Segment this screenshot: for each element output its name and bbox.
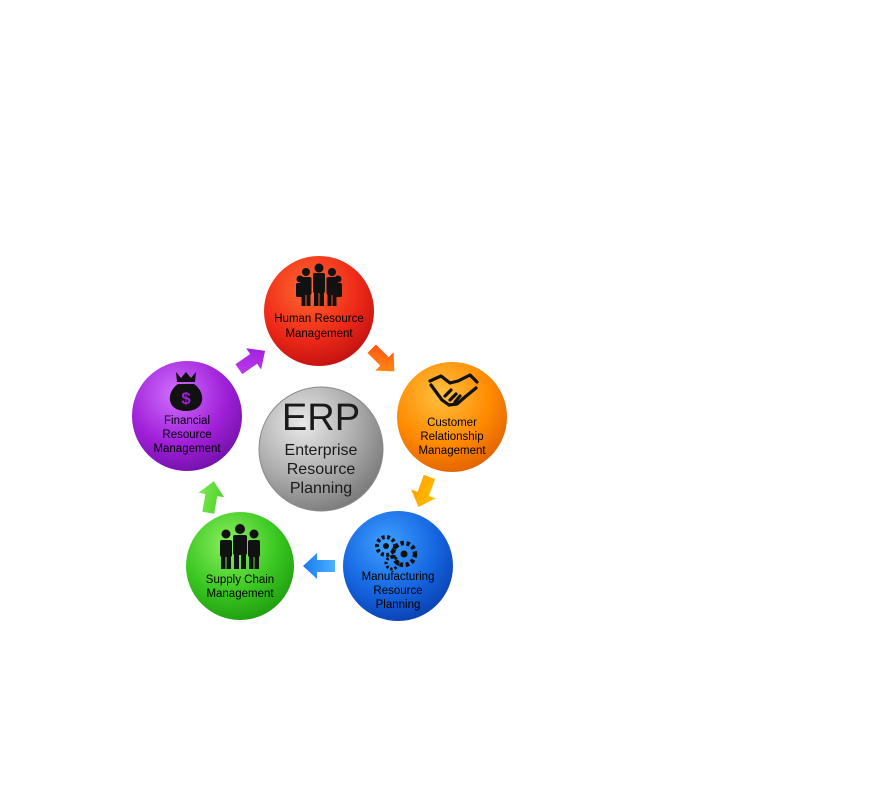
- center-line-1: Enterprise: [285, 442, 358, 459]
- crm-label-line-3: Management: [418, 445, 486, 457]
- scm-label-line-1: Supply Chain: [206, 574, 274, 586]
- center-title: ERP: [282, 397, 360, 439]
- mrp-label-line-3: Planning: [376, 599, 421, 611]
- svg-text:$: $: [181, 389, 191, 408]
- arrow-scm-to-frm: [198, 481, 225, 514]
- arrow-crm-to-mrp: [411, 474, 436, 508]
- node-supply-chain-management: Supply Chain Management: [186, 512, 294, 620]
- frm-label-line-3: Management: [153, 443, 221, 455]
- mrp-label-line-2: Resource: [373, 585, 422, 597]
- crm-label-line-2: Relationship: [420, 431, 483, 443]
- arrow-mrp-to-scm: [303, 553, 335, 579]
- center-node-erp: ERP Enterprise Resource Planning: [258, 386, 384, 512]
- center-line-2: Resource: [287, 461, 356, 478]
- mrp-label-line-1: Manufacturing: [362, 571, 435, 583]
- node-human-resource-management: Human Resource Management: [264, 256, 374, 366]
- node-customer-relationship-management: Customer Relationship Management: [397, 362, 507, 472]
- workers-icon: [220, 524, 260, 569]
- scm-label-line-2: Management: [206, 588, 274, 600]
- gears-icon: [375, 535, 418, 571]
- node-manufacturing-resource-planning: Manufacturing Resource Planning: [343, 511, 453, 621]
- handshake-icon: [428, 373, 479, 407]
- center-line-3: Planning: [290, 480, 352, 497]
- crm-label-line-1: Customer: [427, 417, 477, 429]
- hr-label-line-2: Management: [285, 328, 353, 340]
- people-group-icon: [296, 263, 342, 306]
- frm-label-line-1: Financial: [164, 415, 210, 427]
- arrow-frm-to-hr: [235, 348, 266, 375]
- arrow-hr-to-crm: [367, 344, 395, 372]
- node-financial-resource-management: $ Financial Resource Management: [132, 361, 242, 471]
- hr-label-line-1: Human Resource: [274, 313, 363, 325]
- frm-label-line-2: Resource: [162, 429, 211, 441]
- money-bag-icon: $: [169, 372, 203, 411]
